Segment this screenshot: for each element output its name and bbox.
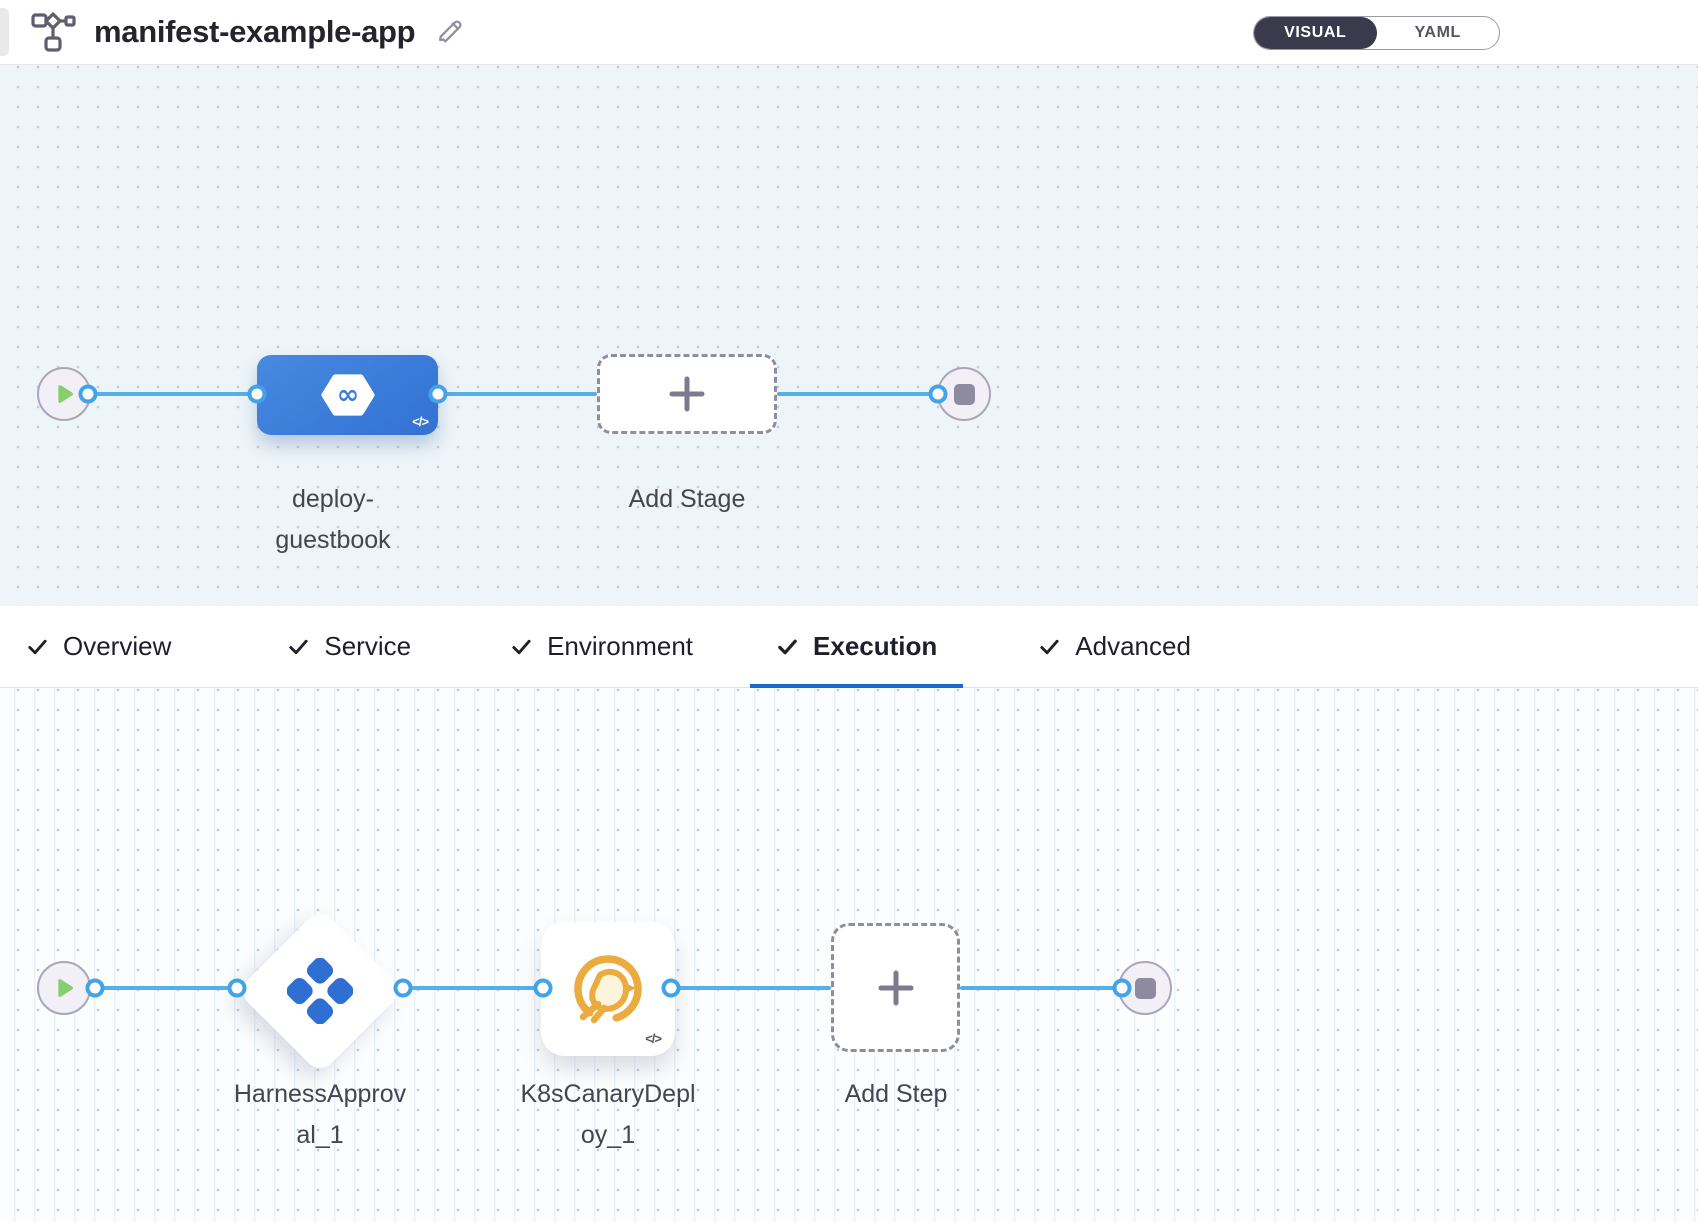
check-icon: [289, 639, 308, 655]
pipeline-icon: [31, 12, 76, 52]
link-anchor[interactable]: [247, 384, 267, 404]
check-icon: [512, 639, 531, 655]
edge-addstage-to-end: [777, 392, 938, 396]
pencil-icon[interactable]: [435, 17, 465, 47]
stage-node-deploy-guestbook[interactable]: ∞ </>: [257, 355, 438, 435]
check-icon: [778, 639, 797, 655]
add-step-label: Add Step: [844, 1080, 948, 1108]
edge-start-to-stage: [88, 392, 257, 396]
header: manifest-example-app VISUAL YAML: [0, 0, 1698, 65]
check-icon: [28, 639, 47, 655]
add-stage-button[interactable]: [597, 354, 777, 434]
tab-overview[interactable]: Overview: [0, 606, 197, 687]
canary-bird-icon: [574, 955, 642, 1024]
link-anchor[interactable]: [85, 978, 105, 998]
link-anchor[interactable]: [227, 978, 247, 998]
code-icon[interactable]: </>: [645, 1031, 662, 1046]
toggle-visual[interactable]: VISUAL: [1254, 17, 1377, 49]
link-anchor[interactable]: [1112, 978, 1132, 998]
toggle-yaml[interactable]: YAML: [1414, 24, 1461, 41]
plus-icon: [669, 376, 705, 412]
edge-addstep-to-end: [960, 986, 1122, 990]
play-icon: [58, 979, 73, 997]
edge-canary-to-addstep: [671, 986, 831, 990]
tab-environment[interactable]: Environment: [484, 606, 719, 687]
plus-icon: [878, 970, 913, 1005]
link-anchor[interactable]: [78, 384, 98, 404]
page-title: manifest-example-app: [94, 14, 416, 49]
add-step-button[interactable]: [831, 923, 960, 1052]
step-name-label: HarnessApproval_1: [233, 1080, 407, 1149]
tab-execution[interactable]: Execution: [750, 606, 964, 688]
nav-edge-decoration: [0, 8, 9, 56]
stop-icon: [953, 383, 975, 405]
edge-approval-to-canary: [403, 986, 543, 990]
add-stage-label: Add Stage: [628, 485, 746, 513]
tab-advanced[interactable]: Advanced: [1012, 606, 1217, 687]
code-icon[interactable]: </>: [412, 414, 429, 429]
tab-service[interactable]: Service: [261, 606, 437, 687]
stage-config-tabs: Overview Service Environment Execution A…: [0, 606, 1698, 688]
svg-text:∞: ∞: [336, 379, 359, 410]
edge-stage-to-addstage: [438, 392, 597, 396]
link-anchor[interactable]: [928, 384, 948, 404]
step-name-label: K8sCanaryDeploy_1: [520, 1080, 696, 1149]
link-anchor[interactable]: [533, 978, 553, 998]
stop-icon: [1134, 977, 1156, 999]
edge-start-to-approval: [95, 986, 237, 990]
play-icon: [58, 385, 73, 403]
stage-name-label: deploy-guestbook: [275, 485, 391, 554]
active-tab-underline: [750, 684, 964, 688]
stage-graph-canvas[interactable]: ∞ </> deploy-guestbook Add Stage: [0, 65, 1698, 606]
hexagon-infinity-icon: ∞: [320, 374, 375, 416]
link-anchor[interactable]: [661, 978, 681, 998]
link-anchor[interactable]: [428, 384, 448, 404]
approval-diamond-icon: [287, 958, 353, 1024]
execution-graph-canvas[interactable]: </> HarnessApproval_1 K8sCanaryDeploy_1 …: [0, 688, 1698, 1222]
start-node: [37, 961, 91, 1015]
step-node-k8s-canary-deploy[interactable]: </>: [541, 922, 675, 1056]
view-toggle: VISUAL YAML: [1253, 16, 1500, 50]
step-node-harness-approval[interactable]: [236, 907, 404, 1075]
check-icon: [1040, 639, 1059, 655]
link-anchor[interactable]: [393, 978, 413, 998]
